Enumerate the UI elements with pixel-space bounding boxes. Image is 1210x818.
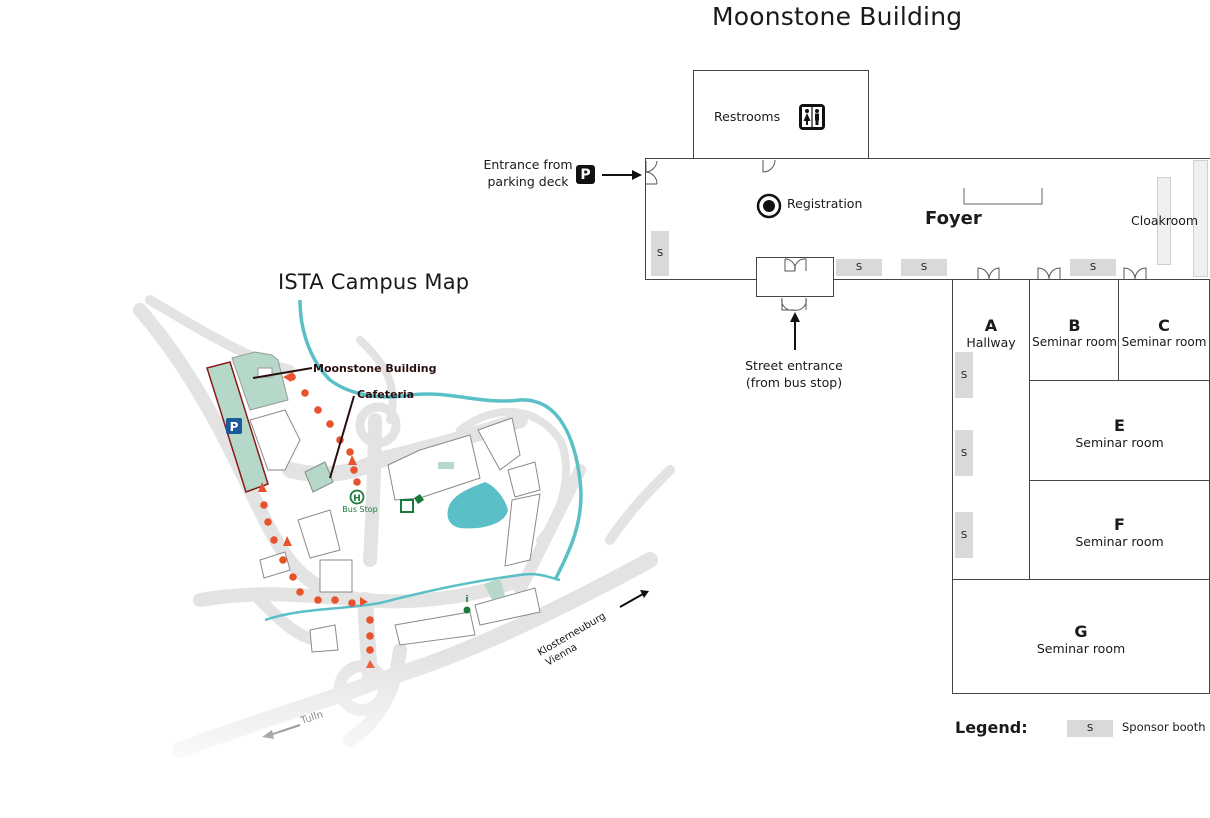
room-c-name: Seminar room [1121,335,1207,349]
floorplan-title: Moonstone Building [712,2,963,31]
arrow-right-icon [602,170,642,180]
room-e-letter: E [1114,416,1125,435]
street-entrance-label: Street entrance (from bus stop) [734,357,854,391]
parking-entrance-label: Entrance from parking deck [478,156,578,190]
room-f-name: Seminar room [1075,534,1164,549]
room-g-name: Seminar room [1036,641,1126,656]
sponsor-booth[interactable]: S [955,512,973,558]
legend-booth-swatch: S [1067,720,1113,737]
restroom-icon [799,104,825,130]
sponsor-booth[interactable]: S [955,352,973,398]
campus-map[interactable]: P Moonstone Building Cafeteria H Bus Sto… [0,0,700,818]
room-f-letter: F [1114,515,1125,534]
sponsor-booth[interactable]: S [955,430,973,476]
registration-label: Registration [787,196,863,211]
room-b[interactable]: B Seminar room [1029,279,1120,381]
legend-title: Legend: [955,718,1028,737]
room-f[interactable]: F Seminar room [1029,480,1210,580]
sponsor-booth[interactable]: S [901,259,947,276]
room-a-letter: A [984,316,998,335]
sponsor-booth[interactable]: S [1070,259,1116,276]
map-fade-bottom [0,280,700,780]
cloakroom-wall-rail [1193,160,1208,277]
street-entrance-line1: Street entrance [745,358,843,373]
cloakroom-rail [1157,177,1171,265]
room-c[interactable]: C Seminar room [1118,279,1210,381]
parking-entrance-line2: parking deck [487,174,569,189]
room-g[interactable]: G Seminar room [952,579,1210,694]
sponsor-booth[interactable]: S [836,259,882,276]
restrooms-room[interactable]: Restrooms [693,70,869,160]
cloakroom-label: Cloakroom [1131,213,1199,228]
registration-target-icon [756,193,782,219]
parking-entrance-line1: Entrance from [483,157,573,172]
room-e-name: Seminar room [1075,435,1164,450]
room-c-letter: C [1158,316,1170,335]
sponsor-booth[interactable]: S [651,231,669,276]
room-g-letter: G [1074,622,1088,641]
room-e[interactable]: E Seminar room [1029,380,1210,481]
counter-desk [963,188,1043,205]
legend-sponsor-booth-label: Sponsor booth [1122,720,1206,734]
parking-badge-icon: P [576,165,595,184]
room-a-name: Hallway [966,335,1016,350]
room-b-name: Seminar room [1032,335,1117,349]
room-b-letter: B [1068,316,1081,335]
street-entrance-line2: (from bus stop) [745,375,843,390]
foyer-label: Foyer [925,208,982,229]
restrooms-label: Restrooms [714,109,781,124]
arrow-up-icon [790,312,800,350]
street-entrance-vestibule[interactable] [756,257,834,297]
